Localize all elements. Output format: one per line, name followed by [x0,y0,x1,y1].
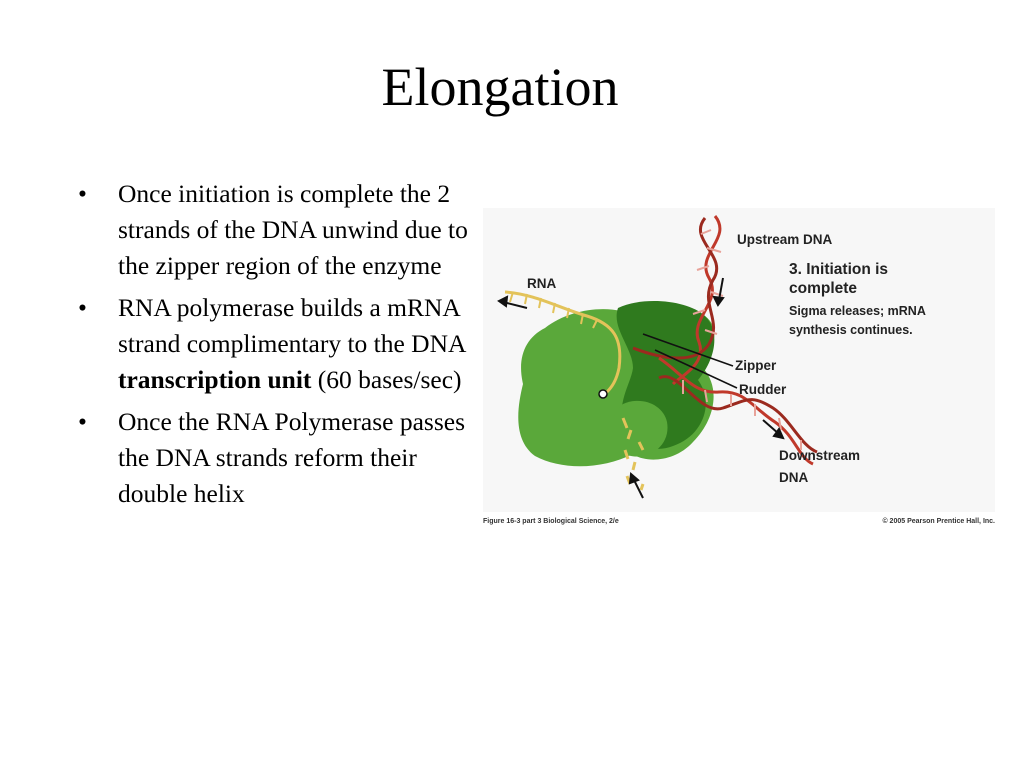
bullet-text: Once the RNA Polymerase passes the DNA s… [118,407,466,508]
bullet-text: Once initiation is complete the 2 strand… [118,179,468,280]
transcription-elongation-figure: Upstream DNA RNA 3. Initiation is comple… [483,208,995,530]
label-rna: RNA [527,276,556,291]
label-downstream-dna: DNA [779,470,808,485]
downstream-dna-helix [658,356,818,466]
bullet-item: • RNA polymerase builds a mRNA strand co… [76,290,474,398]
downstream-arrow-icon [772,426,785,440]
entry-arrow-icon [628,472,640,485]
direction-arrows [497,277,785,499]
label-upstream-dna: Upstream DNA [737,232,833,247]
bullet-text-end: (60 bases/sec) [311,365,462,394]
leader-lines [642,333,738,389]
figure-caption: Figure 16-3 part 3 Biological Science, 2… [483,518,619,525]
rna-polymerase-enzyme [518,301,715,467]
slide-title: Elongation [381,57,619,117]
bullet-dot: • [78,293,87,322]
active-site-marker [598,389,608,399]
elongation-diagram: Upstream DNA RNA 3. Initiation is comple… [483,208,995,525]
label-zipper: Zipper [735,358,777,373]
figure-copyright: © 2005 Pearson Prentice Hall, Inc. [882,517,995,525]
upstream-arrow-icon [712,295,725,307]
bullet-item: • Once the RNA Polymerase passes the DNA… [76,404,474,512]
bullet-dot: • [78,407,87,436]
label-downstream: Downstream [779,448,860,463]
step-title-line2: complete [789,280,857,297]
upstream-dna-helix [632,215,724,386]
bullet-item: • Once initiation is complete the 2 stra… [76,176,474,284]
bullet-dot: • [78,179,87,208]
label-rudder: Rudder [739,382,787,397]
step-desc-line1: Sigma releases; mRNA [789,304,926,318]
bullet-list: • Once initiation is complete the 2 stra… [76,176,474,518]
bullet-text: RNA polymerase builds a mRNA strand comp… [118,293,466,358]
step-title-line1: 3. Initiation is [789,261,888,278]
step-desc-line2: synthesis continues. [789,323,913,337]
rna-strand [504,290,645,491]
bullet-bold-term: transcription unit [118,365,312,394]
rna-arrow-icon [497,295,509,308]
